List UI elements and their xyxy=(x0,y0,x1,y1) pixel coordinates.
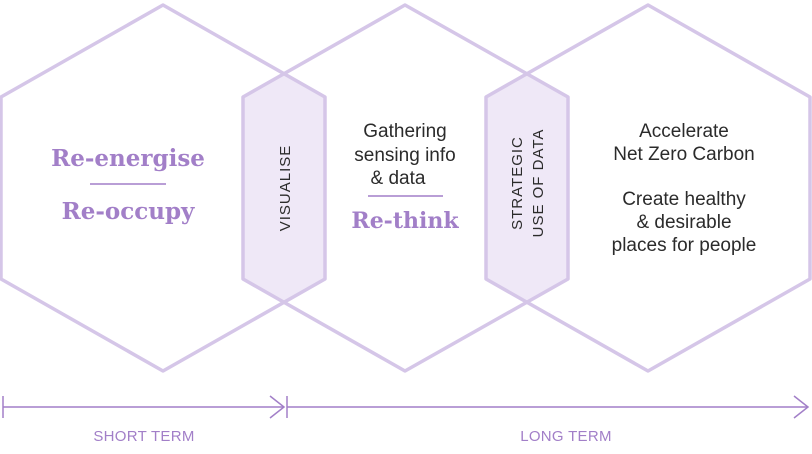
timeline-long-term-arrow xyxy=(286,395,810,419)
timeline-short-term-arrow xyxy=(2,395,286,419)
right-block2-line3: places for people xyxy=(612,235,757,256)
hexagon-middle xyxy=(241,3,570,373)
right-block2-line2: & desirable xyxy=(636,212,731,233)
label-short-term: SHORT TERM xyxy=(93,428,194,445)
right-block1-line1: Accelerate xyxy=(639,121,729,142)
label-use-of-data: USE OF DATA xyxy=(530,129,547,238)
heading-re-energise: Re-energise xyxy=(51,145,205,172)
heading-re-think: Re-think xyxy=(351,208,459,234)
label-visualise: VISUALISE xyxy=(277,145,294,232)
hexagon-long-term xyxy=(484,3,812,373)
middle-line-1: Gathering xyxy=(363,121,446,142)
hexagon-short-term xyxy=(0,3,327,373)
right-block1-line2: Net Zero Carbon xyxy=(613,144,755,165)
middle-line-3: & data xyxy=(371,168,426,189)
label-strategic: STRATEGIC xyxy=(509,136,526,230)
middle-line-2: sensing info xyxy=(354,145,455,166)
label-long-term: LONG TERM xyxy=(520,428,612,445)
heading-re-occupy: Re-occupy xyxy=(62,198,195,225)
right-block2-line1: Create healthy xyxy=(622,189,746,210)
overlap-lens-right xyxy=(486,73,568,303)
overlap-lens-left xyxy=(243,73,325,303)
